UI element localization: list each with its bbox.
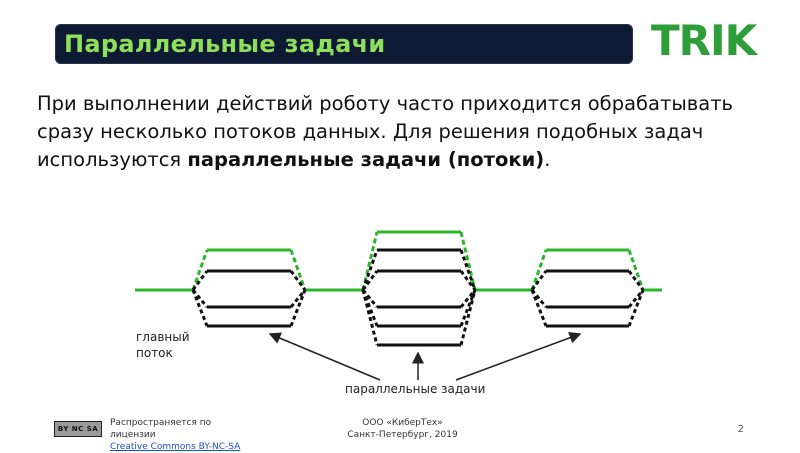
main-thread-label-2: поток <box>136 346 173 360</box>
cc-license-badge: BY NC SA <box>54 421 102 437</box>
parallel-group-2 <box>361 230 477 347</box>
main-thread-label-1: главный <box>136 330 190 344</box>
body-text-end: . <box>544 148 551 171</box>
license-link[interactable]: Creative Commons BY-NC-SA <box>110 442 241 452</box>
org-city-year: Санкт-Петербург, 2019 <box>347 430 458 440</box>
body-paragraph: При выполнении действий роботу часто при… <box>37 90 757 174</box>
title-bar: Параллельные задачи <box>55 24 633 64</box>
license-line-2: лицензии <box>110 430 156 440</box>
organization-info: ООО «КиберТех» Санкт-Петербург, 2019 <box>340 417 465 441</box>
pointer-arrows <box>268 332 582 381</box>
body-text-bold: параллельные задачи (потоки) <box>187 148 545 171</box>
license-line-1: Распространяется по <box>110 418 212 428</box>
license-info: Распространяется по лицензии Creative Co… <box>110 417 240 453</box>
parallel-group-3 <box>530 248 645 328</box>
body-text-plain: При выполнении действий роботу часто при… <box>37 92 734 171</box>
page-number: 2 <box>737 424 744 435</box>
slide-title: Параллельные задачи <box>64 30 386 58</box>
parallel-tasks-label: параллельные задачи <box>345 382 485 396</box>
org-name: ООО «КиберТех» <box>362 418 443 428</box>
parallel-group-1 <box>191 248 307 328</box>
trik-logo: TRIK <box>651 16 757 65</box>
